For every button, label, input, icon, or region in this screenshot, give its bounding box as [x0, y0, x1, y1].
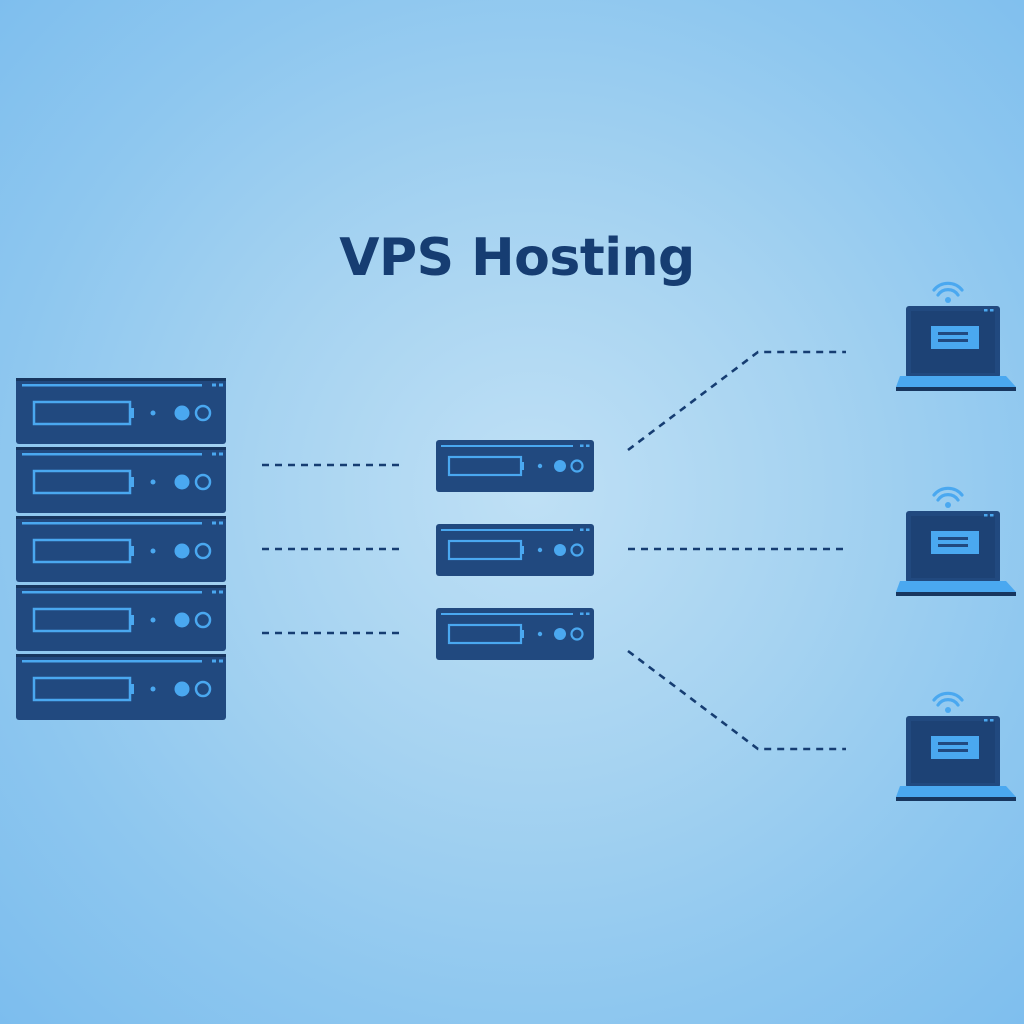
rack-connectors — [262, 463, 402, 635]
server-rack-unit — [14, 652, 228, 722]
diagram-title: VPS Hosting — [339, 228, 695, 288]
virtual-server-icon — [434, 606, 596, 662]
server-rack-unit — [14, 376, 228, 446]
connector-line — [627, 350, 846, 452]
server-rack-unit — [14, 514, 228, 584]
virtual-server-icon — [434, 522, 596, 578]
server-rack-unit — [14, 583, 228, 653]
laptop-icon — [894, 281, 1018, 393]
client-connectors — [627, 350, 846, 751]
client-laptops — [894, 281, 1018, 803]
physical-server-rack — [14, 376, 228, 722]
connector-line — [627, 649, 846, 751]
virtual-server-icon — [434, 438, 596, 494]
virtual-servers — [434, 438, 596, 662]
laptop-icon — [894, 691, 1018, 803]
server-rack-unit — [14, 445, 228, 515]
laptop-icon — [894, 486, 1018, 598]
